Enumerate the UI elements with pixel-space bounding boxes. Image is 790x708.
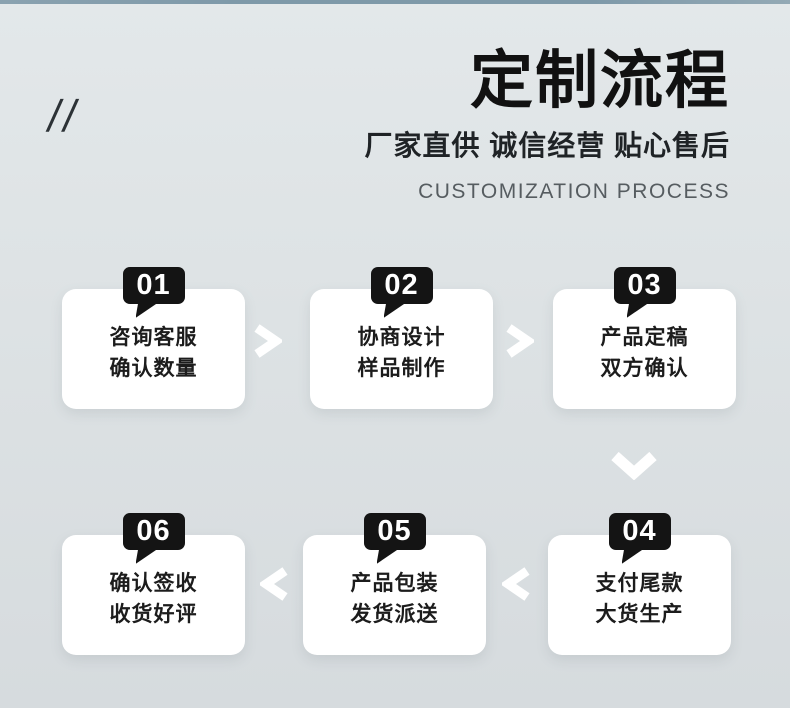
top-accent-bar: [0, 0, 790, 4]
step-line2: 发货派送: [350, 603, 439, 626]
badge-tail-icon: [383, 303, 406, 318]
arrow-left-icon: [260, 567, 288, 601]
badge-tail-icon: [376, 549, 399, 564]
step-badge-05: 05: [363, 513, 426, 564]
step-badge-06: 06: [122, 513, 185, 564]
step-card-03: 03 产品定稿 双方确认: [553, 267, 736, 409]
step-text: 产品包装 发货派送: [303, 568, 486, 630]
step-text: 咨询客服 确认数量: [62, 322, 245, 384]
step-line2: 样品制作: [357, 357, 446, 380]
step-number: 06: [136, 515, 171, 547]
step-card-04: 04 支付尾款 大货生产: [548, 513, 731, 655]
section-header: 定制流程 厂家直供 诚信经营 贴心售后 CUSTOMIZATION PROCES…: [364, 48, 730, 203]
step-text: 确认签收 收货好评: [62, 568, 245, 630]
step-line1: 产品包装: [350, 572, 439, 595]
arrow-right-icon: [254, 324, 282, 358]
step-number: 04: [622, 515, 657, 547]
step-card-02: 02 协商设计 样品制作: [310, 267, 493, 409]
step-card-06: 06 确认签收 收货好评: [62, 513, 245, 655]
step-line1: 协商设计: [357, 326, 446, 349]
step-number: 03: [627, 269, 662, 301]
step-badge-04: 04: [608, 513, 671, 564]
arrow-left-icon: [502, 567, 530, 601]
step-badge-02: 02: [370, 267, 433, 318]
step-number: 02: [384, 269, 419, 301]
step-line2: 大货生产: [595, 603, 684, 626]
step-text: 协商设计 样品制作: [310, 322, 493, 384]
step-card-01: 01 咨询客服 确认数量: [62, 267, 245, 409]
step-text: 支付尾款 大货生产: [548, 568, 731, 630]
badge-tail-icon: [135, 303, 158, 318]
page-subtitle: 厂家直供 诚信经营 贴心售后: [364, 130, 730, 161]
step-line1: 产品定稿: [600, 326, 689, 349]
arrow-down-icon: [611, 452, 657, 480]
badge-tail-icon: [135, 549, 158, 564]
step-line1: 确认签收: [109, 572, 198, 595]
page-title: 定制流程: [470, 46, 730, 116]
step-badge-03: 03: [613, 267, 676, 318]
arrow-right-icon: [506, 324, 534, 358]
step-card-05: 05 产品包装 发货派送: [303, 513, 486, 655]
step-badge-01: 01: [122, 267, 185, 318]
step-number: 01: [136, 269, 171, 301]
badge-tail-icon: [621, 549, 644, 564]
step-line2: 确认数量: [109, 357, 198, 380]
step-text: 产品定稿 双方确认: [553, 322, 736, 384]
step-number: 05: [377, 515, 412, 547]
step-line2: 收货好评: [109, 603, 198, 626]
badge-tail-icon: [626, 303, 649, 318]
page-subtitle-en: CUSTOMIZATION PROCESS: [418, 180, 730, 203]
step-line2: 双方确认: [600, 357, 689, 380]
step-line1: 支付尾款: [595, 572, 684, 595]
decor-slashes: //: [44, 92, 83, 138]
step-line1: 咨询客服: [109, 326, 198, 349]
